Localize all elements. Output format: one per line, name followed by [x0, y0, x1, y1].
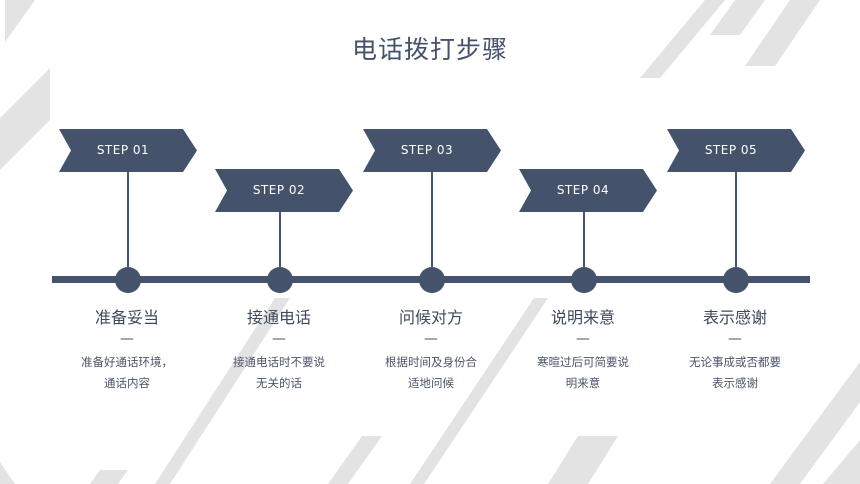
description-line: 寒暄过后可简要说 [537, 355, 629, 369]
connector-3 [431, 172, 433, 280]
step-label: STEP 03 [400, 143, 454, 157]
step-info-3: 问候对方 — 根据时间及身份合 适地问候 [351, 306, 511, 394]
arrow-banner-shape [215, 169, 353, 212]
timeline-node-4 [571, 267, 597, 293]
step-dash: — [728, 331, 742, 347]
step-description: 准备好通话环境， 通话内容 [47, 352, 207, 394]
step-heading: 说明来意 [550, 308, 615, 327]
description-line: 明来意 [565, 376, 601, 390]
step-info-2: 接通电话 — 接通电话时不要说 无关的话 [199, 306, 359, 394]
arrow-banner-shape [363, 129, 501, 172]
connector-5 [735, 172, 737, 280]
step-heading: 接通电话 [246, 308, 311, 327]
step-info-4: 说明来意 — 寒暄过后可简要说 明来意 [503, 306, 663, 394]
step-dash: — [120, 331, 134, 347]
arrow-banner-shape [667, 129, 805, 172]
step-description: 接通电话时不要说 无关的话 [199, 352, 359, 394]
step-heading: 准备妥当 [94, 308, 159, 327]
step-label: STEP 05 [704, 143, 758, 157]
step-info-1: 准备妥当 — 准备好通话环境， 通话内容 [47, 306, 207, 394]
description-line: 表示感谢 [712, 376, 758, 390]
arrow-banner-shape [519, 169, 657, 212]
connector-4 [583, 210, 585, 280]
arrow-banner-shape [59, 129, 197, 172]
page-title: 电话拨打步骤 [351, 35, 508, 64]
timeline-node-1 [115, 267, 141, 293]
description-line: 根据时间及身份合 [385, 355, 477, 369]
step-description: 根据时间及身份合 适地问候 [351, 352, 511, 394]
timeline-node-2 [267, 267, 293, 293]
description-line: 无论事成或否都要 [689, 355, 781, 369]
step-label: STEP 02 [252, 183, 306, 197]
description-line: 适地问候 [408, 376, 454, 390]
step-label: STEP 04 [556, 183, 610, 197]
step-banner-3: STEP 03 [363, 129, 503, 172]
description-line: 无关的话 [256, 376, 302, 390]
connector-1 [127, 172, 129, 280]
step-banner-4: STEP 04 [519, 169, 659, 212]
connector-2 [279, 210, 281, 280]
step-dash: — [576, 331, 590, 347]
step-dash: — [272, 331, 286, 347]
timeline-node-3 [419, 267, 445, 293]
description-line: 准备好通话环境， [81, 355, 173, 369]
step-description: 寒暄过后可简要说 明来意 [503, 352, 663, 394]
step-heading: 问候对方 [398, 308, 463, 327]
step-banner-2: STEP 02 [215, 169, 355, 212]
step-banner-5: STEP 05 [667, 129, 807, 172]
step-info-5: 表示感谢 — 无论事成或否都要 表示感谢 [655, 306, 815, 394]
description-line: 接通电话时不要说 [233, 355, 325, 369]
step-banner-1: STEP 01 [59, 129, 199, 172]
description-line: 通话内容 [104, 376, 150, 390]
step-description: 无论事成或否都要 表示感谢 [655, 352, 815, 394]
step-dash: — [424, 331, 438, 347]
step-heading: 表示感谢 [702, 308, 767, 327]
step-label: STEP 01 [96, 143, 150, 157]
timeline-node-5 [723, 267, 749, 293]
